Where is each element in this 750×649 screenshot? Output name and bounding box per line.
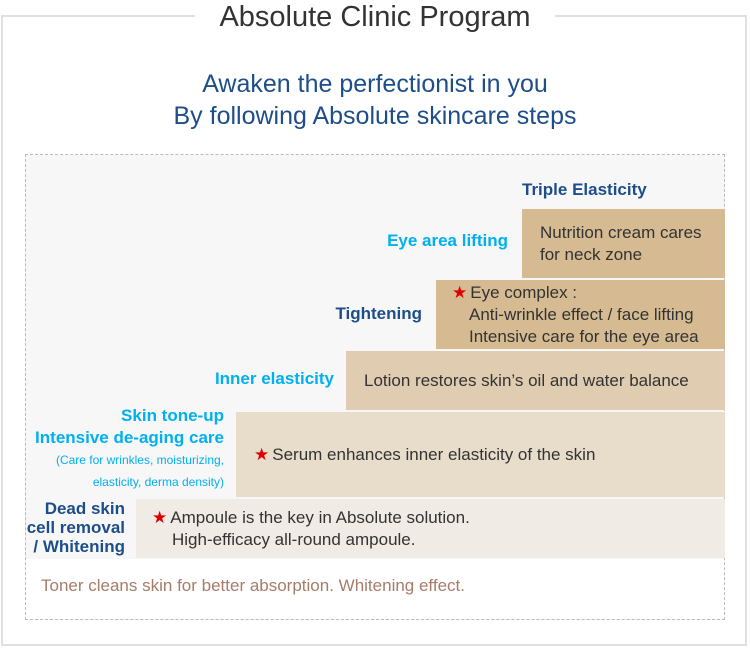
bar-eye-complex: ★Eye complex : Anti-wrinkle effect / fac… (436, 280, 725, 349)
bar-nutrition-cream: Nutrition cream cares for neck zone (522, 209, 725, 278)
label-line: Dead skin (44, 499, 125, 518)
bar-text: Nutrition cream cares (540, 222, 702, 242)
star-icon: ★ (152, 507, 168, 527)
bar-text: Lotion restores skin’s oil and water bal… (364, 370, 689, 390)
label-inner-elasticity: Inner elasticity (214, 369, 334, 388)
bar-text: Eye complex : (470, 282, 578, 302)
label-tightening: Tightening (335, 304, 422, 323)
bar-lotion: Lotion restores skin’s oil and water bal… (346, 351, 725, 410)
label-line: elasticity, derma density) (92, 475, 224, 489)
bar-text: for neck zone (540, 244, 643, 264)
label-dead-skin: Dead skin cell removal / Whitening (27, 499, 125, 556)
label-eye-area-lifting: Eye area lifting (387, 231, 508, 250)
subtitle-line-1: Awaken the perfectionist in you (202, 70, 548, 98)
bar-ampoule: ★Ampoule is the key in Absolute solution… (136, 499, 725, 558)
bar-text: Anti-wrinkle effect / face lifting (469, 304, 694, 324)
bar-text: High-efficacy all-round ampoule. (172, 529, 416, 549)
bar-text: Ampoule is the key in Absolute solution. (170, 507, 470, 527)
bar-serum: ★Serum enhances inner elasticity of the … (236, 412, 725, 497)
label-line: cell removal (26, 518, 125, 537)
star-icon: ★ (452, 282, 468, 302)
star-icon: ★ (254, 444, 270, 464)
label-line: / Whitening (33, 537, 125, 556)
label-line: (Care for wrinkles, moisturizing, (55, 453, 224, 467)
toner-note: Toner cleans skin for better absorption.… (41, 576, 465, 595)
label-skin-tone-up: Skin tone-up Intensive de-aging care (Ca… (35, 405, 224, 493)
bar-text: Serum enhances inner elasticity of the s… (272, 444, 596, 464)
label-triple-elasticity: Triple Elasticity (522, 180, 647, 199)
label-line: Intensive de-aging care (35, 428, 224, 447)
bar-text: Intensive care for the eye area (469, 326, 699, 346)
subtitle-line-2: By following Absolute skincare steps (173, 102, 577, 130)
label-line: Skin tone-up (121, 406, 224, 425)
page-title: Absolute Clinic Program (195, 0, 555, 34)
